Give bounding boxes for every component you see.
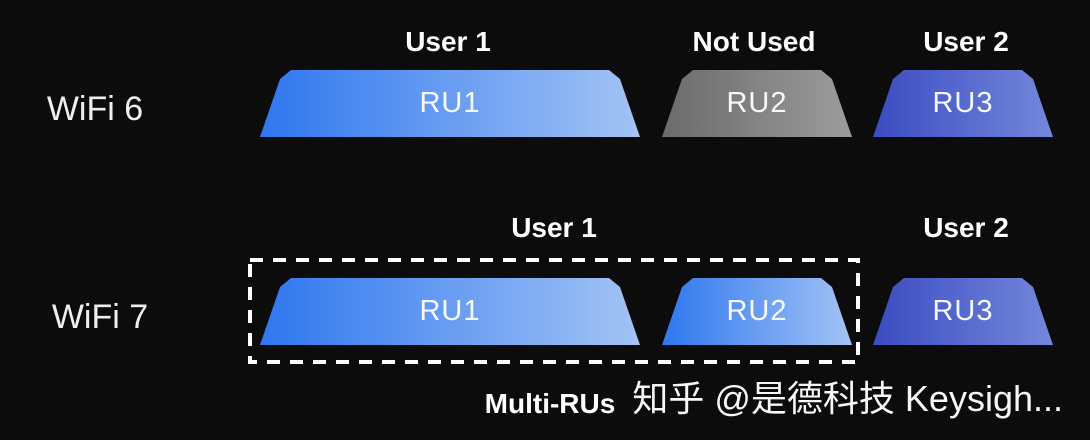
- wifi7-ru1-label: RU1: [419, 295, 481, 327]
- multi-ru-group-box: [248, 258, 860, 364]
- multi-ru-group-label: Multi-RUs: [484, 388, 616, 419]
- wifi7-ru1-shape: RU1: [260, 278, 640, 345]
- wifi6-ru3-shape: RU3: [873, 70, 1053, 137]
- wifi6-ru1-shape: RU1: [260, 70, 640, 137]
- wifi6-ru3-caption: User 2: [923, 26, 1009, 57]
- wifi7-row-label: WiFi 7: [51, 298, 149, 336]
- wifi7-user2-caption: User 2: [923, 212, 1009, 243]
- wifi6-ru1-label: RU1: [419, 87, 481, 119]
- wifi6-row-label: WiFi 6: [46, 90, 144, 128]
- wifi6-ru2-caption: Not Used: [692, 26, 816, 57]
- wifi7-user1-caption: User 1: [511, 212, 597, 243]
- watermark: 知乎 @是德科技 Keysigh...: [632, 378, 1063, 419]
- wifi7-ru2-shape: RU2: [662, 278, 852, 345]
- wifi6-ru1-caption: User 1: [405, 26, 491, 57]
- wifi7-ru2-label: RU2: [726, 295, 788, 327]
- wifi6-ru2-label: RU2: [726, 87, 788, 119]
- wifi6-ru2-shape: RU2: [662, 70, 852, 137]
- wifi7-ru3-label: RU3: [932, 295, 994, 327]
- multi-ru-group-border: [248, 258, 860, 364]
- wifi6-ru3-label: RU3: [932, 87, 994, 119]
- wifi7-ru3-shape: RU3: [873, 278, 1053, 345]
